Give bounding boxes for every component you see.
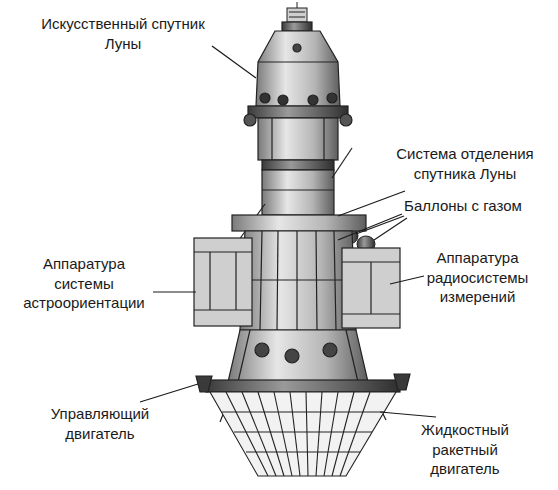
part-label: Управляющий двигатель <box>30 404 170 443</box>
separation-system <box>332 148 352 178</box>
separation-system <box>262 189 334 190</box>
lunar-satellite <box>327 93 337 103</box>
leader-lines <box>338 214 402 240</box>
part-label: Баллоны с газом <box>378 196 548 216</box>
lunar-satellite <box>258 61 338 62</box>
rocket-engine-lattice <box>246 451 360 452</box>
separation-system <box>248 106 348 118</box>
leader-lines <box>380 412 436 417</box>
rocket-engine-lattice <box>222 411 384 412</box>
separation-system <box>323 118 324 160</box>
astro-orientation-unit <box>209 252 210 310</box>
astro-orientation-unit <box>194 309 252 310</box>
lunar-satellite <box>278 95 288 105</box>
control-engines <box>196 376 212 392</box>
leader-lines <box>212 46 256 78</box>
lower-compartment <box>255 343 269 357</box>
rocket-engine-lattice <box>258 392 284 476</box>
lunar-satellite <box>260 93 270 103</box>
rocket-engine-lattice <box>324 392 338 476</box>
part-label: Аппаратура системы астроориентации <box>16 254 152 313</box>
rocket-engine-lattice <box>210 392 396 476</box>
separation-system <box>262 160 334 170</box>
lunar-satellite <box>308 95 318 105</box>
separation-system <box>244 114 256 126</box>
leader-lines <box>390 276 424 284</box>
lower-compartment <box>346 330 358 382</box>
antenna-mast <box>287 2 307 22</box>
separation-system <box>340 114 352 126</box>
lunar-satellite <box>256 22 340 106</box>
rocket-engine-lattice <box>234 431 372 432</box>
part-label: Система отделения спутника Луны <box>380 144 550 183</box>
rocket-engine-lattice <box>332 392 354 476</box>
instrument-compartment <box>240 231 356 330</box>
rocket-engine-lattice <box>274 392 292 476</box>
separation-system <box>258 118 338 160</box>
separation-system <box>271 118 272 160</box>
separation-system <box>262 170 334 215</box>
lunar-satellite <box>282 22 312 31</box>
rocket-engine-lattice <box>306 392 308 476</box>
leader-lines <box>140 46 436 417</box>
leader-lines <box>153 291 196 292</box>
lower-compartment <box>323 343 337 357</box>
instrument-compartment <box>243 279 354 280</box>
lunar-satellite <box>256 31 340 106</box>
radio-measurement-unit <box>342 248 400 328</box>
radio-measurement-unit <box>370 262 371 314</box>
rocket-engine-lattice <box>290 392 300 476</box>
part-label: Искусственный спутник Луны <box>28 14 218 53</box>
leader-lines <box>140 384 198 402</box>
astro-orientation-unit <box>194 238 252 326</box>
radio-measurement-unit <box>342 248 400 328</box>
part-label: Жидкостный ракетный двигатель <box>400 420 530 479</box>
control-engines <box>394 374 410 390</box>
astro-orientation-unit <box>194 251 252 252</box>
lower-compartment <box>228 330 368 382</box>
leader-lines <box>374 218 407 240</box>
part-label: Аппаратура радиосистемы измерений <box>405 248 550 307</box>
rocket-engine-lattice <box>316 392 322 476</box>
lower-compartment <box>206 330 400 392</box>
rocket-engine-lattice <box>210 392 396 476</box>
lower-compartment <box>238 330 250 382</box>
antenna-mast <box>287 8 307 22</box>
antenna-mast <box>289 12 305 13</box>
leader-lines <box>338 191 405 216</box>
astro-orientation-unit <box>194 238 252 326</box>
antenna-mast <box>289 17 305 18</box>
astro-orientation-unit <box>235 252 236 310</box>
lower-compartment <box>206 380 400 392</box>
lunar-satellite <box>293 44 301 52</box>
rocket-engine-lattice <box>340 392 370 476</box>
lower-compartment <box>285 349 299 363</box>
instrument-compartment <box>232 215 366 231</box>
